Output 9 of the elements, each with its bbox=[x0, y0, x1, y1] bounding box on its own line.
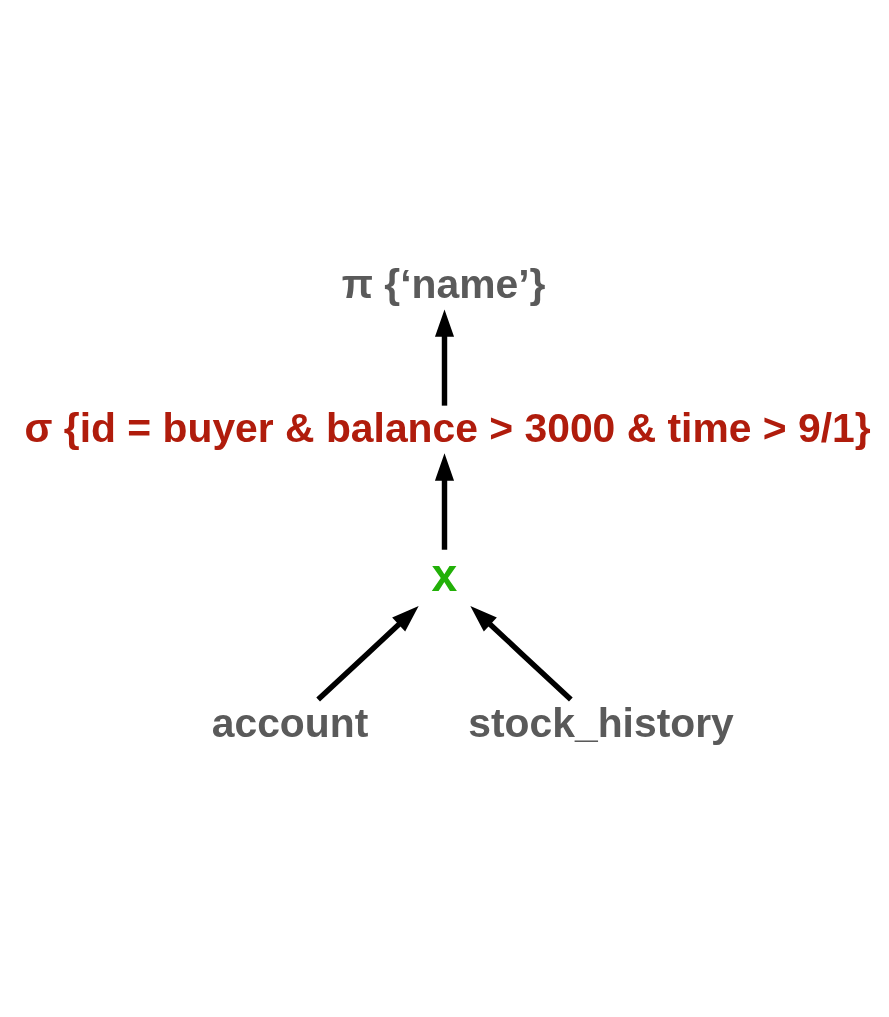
arrow bbox=[434, 453, 455, 550]
node-text: account bbox=[211, 699, 369, 746]
arrow bbox=[434, 309, 455, 406]
node-text: σ {id = buyer & balance > 3000 & time > 9/1} bbox=[24, 405, 871, 452]
node-text: x bbox=[431, 549, 458, 602]
arrow bbox=[316, 606, 419, 702]
node-text: stock_history bbox=[468, 699, 734, 746]
node-text: π {‘name’} bbox=[341, 261, 546, 308]
arrow bbox=[470, 606, 573, 702]
